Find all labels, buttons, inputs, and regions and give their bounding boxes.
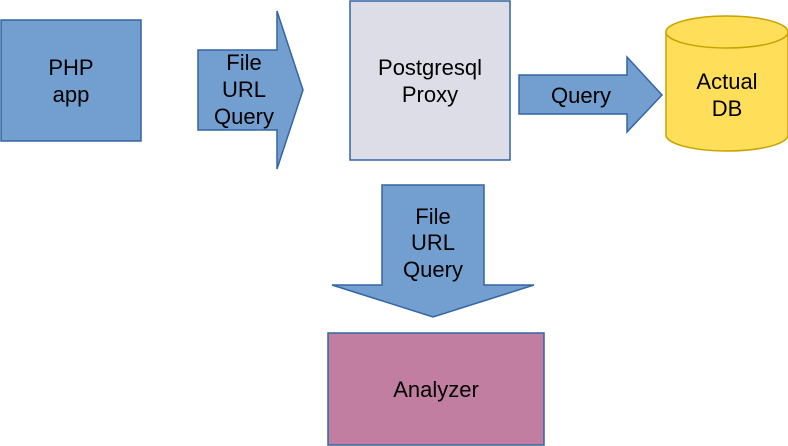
php-app-node: PHP app (0, 19, 142, 142)
actual-db-node: Actual DB (665, 15, 788, 152)
arrow-proxy-to-db: Query (518, 55, 664, 134)
arrow-proxy-to-db-shape (518, 55, 664, 134)
actual-db-label-line1: Actual (696, 69, 757, 94)
arrow-php-to-proxy: File URL Query (197, 10, 304, 170)
arrow-proxy-to-analyzer-label-line2: URL (411, 230, 455, 255)
proxy-label-line2: Proxy (402, 82, 458, 107)
arrow-proxy-to-db-label: Query (551, 83, 611, 108)
arrow-proxy-to-analyzer-shape (331, 184, 535, 318)
arrow-proxy-to-analyzer: File URL Query (331, 184, 535, 318)
analyzer-node: Analyzer (327, 332, 545, 446)
actual-db-cylinder-top (665, 15, 788, 49)
arrow-proxy-to-analyzer-label-line3: Query (403, 257, 463, 282)
php-app-box (0, 19, 142, 142)
arrow-proxy-to-analyzer-label-line1: File (415, 204, 450, 229)
php-app-label-line2: app (53, 82, 90, 107)
proxy-node: Postgresql Proxy (349, 0, 511, 161)
actual-db-label-line2: DB (712, 96, 743, 121)
proxy-label-line1: Postgresql (378, 55, 482, 80)
arrow-php-to-proxy-label-line2: URL (222, 77, 266, 102)
proxy-box (349, 0, 511, 161)
actual-db-cylinder-body (665, 31, 788, 152)
analyzer-box (327, 332, 545, 446)
arrow-php-to-proxy-shape (197, 10, 304, 170)
arrow-php-to-proxy-label-line3: Query (214, 104, 274, 129)
arrow-php-to-proxy-label-line1: File (226, 50, 261, 75)
analyzer-label: Analyzer (393, 377, 479, 402)
php-app-label-line1: PHP (48, 55, 93, 80)
